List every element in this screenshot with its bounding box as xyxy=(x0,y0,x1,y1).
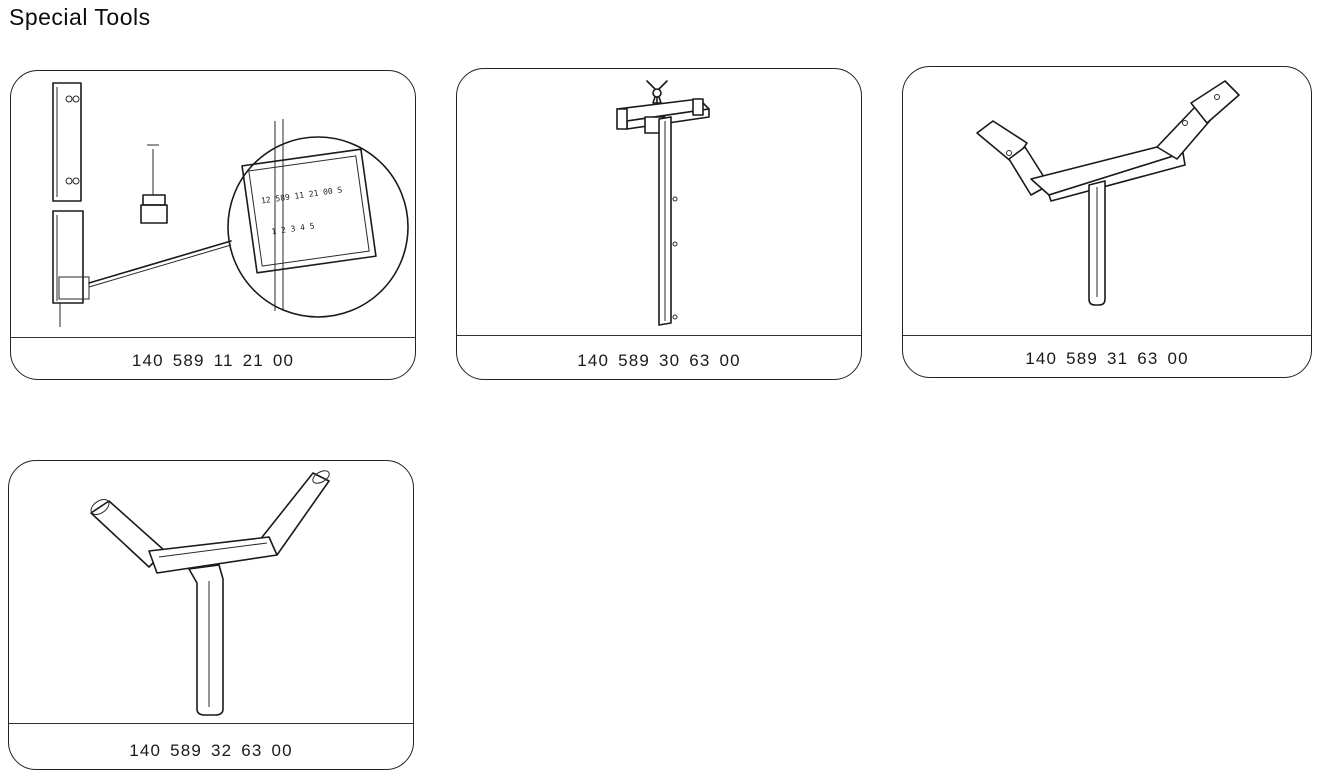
tool-card: 12 589 11 21 00 S 1 2 3 4 5 140 589 11 2… xyxy=(10,70,416,380)
card-divider xyxy=(457,335,861,336)
part-number: 140 589 31 63 00 xyxy=(1025,349,1189,368)
part-number: 140 589 32 63 00 xyxy=(129,741,293,760)
inset-label-line2: 1 2 3 4 5 xyxy=(271,221,315,236)
tool-card: 140 589 31 63 00 xyxy=(902,66,1312,378)
tool-card: 140 589 30 63 00 xyxy=(456,68,862,380)
part-number: 140 589 11 21 00 xyxy=(131,351,295,370)
tool-card: 140 589 32 63 00 xyxy=(8,460,414,770)
card-divider xyxy=(11,337,415,338)
card-divider xyxy=(9,723,413,724)
y-gauge-drawing xyxy=(9,461,413,723)
page-title: Special Tools xyxy=(9,4,151,30)
inset-label-line1: 12 589 11 21 00 S xyxy=(261,185,344,205)
part-number: 140 589 30 63 00 xyxy=(577,351,741,370)
angled-y-gauge-drawing xyxy=(903,67,1311,335)
gauge-set-drawing: 12 589 11 21 00 S 1 2 3 4 5 xyxy=(11,71,415,337)
t-gauge-wing-nut-drawing xyxy=(457,69,861,335)
card-divider xyxy=(903,335,1311,336)
